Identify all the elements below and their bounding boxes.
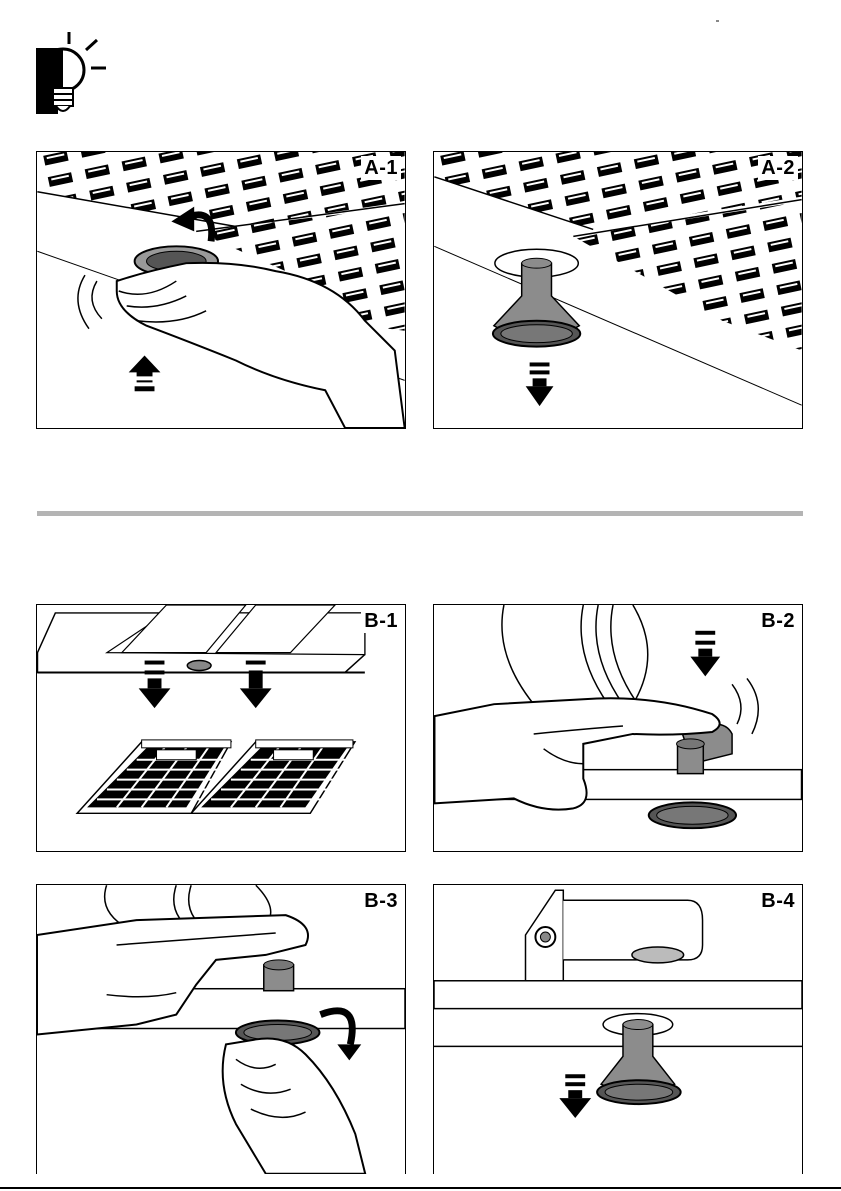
illustration-push-holder bbox=[434, 605, 802, 851]
panel-label: B-1 bbox=[361, 609, 401, 633]
panel-b2: B-2 bbox=[433, 604, 803, 852]
panel-label: B-3 bbox=[361, 889, 401, 913]
illustration-remove-filters bbox=[37, 605, 405, 851]
corner-mark bbox=[716, 20, 719, 22]
down-arrow-icon bbox=[690, 631, 720, 677]
panel-label: A-1 bbox=[361, 156, 401, 180]
panel-label: B-2 bbox=[758, 609, 798, 633]
panel-b3: B-3 bbox=[36, 884, 406, 1174]
panel-label: A-2 bbox=[758, 156, 798, 180]
panel-a1: A-1 bbox=[36, 151, 406, 429]
panel-a2: A-2 bbox=[433, 151, 803, 429]
footer-rule bbox=[0, 1187, 841, 1189]
lightbulb-icon bbox=[36, 30, 116, 120]
down-arrow-icon bbox=[559, 1074, 591, 1118]
up-arrow-icon bbox=[129, 356, 161, 392]
illustration-press-lamp bbox=[37, 152, 405, 428]
panel-b4: B-4 bbox=[433, 884, 803, 1174]
section-separator bbox=[37, 511, 803, 516]
panel-label: B-4 bbox=[758, 889, 798, 913]
illustration-rotate-cover bbox=[37, 885, 405, 1174]
panel-b1: B-1 bbox=[36, 604, 406, 852]
down-arrow-icon bbox=[526, 362, 554, 406]
illustration-pull-lamp-b bbox=[434, 885, 802, 1174]
illustration-pull-lamp bbox=[434, 152, 802, 428]
